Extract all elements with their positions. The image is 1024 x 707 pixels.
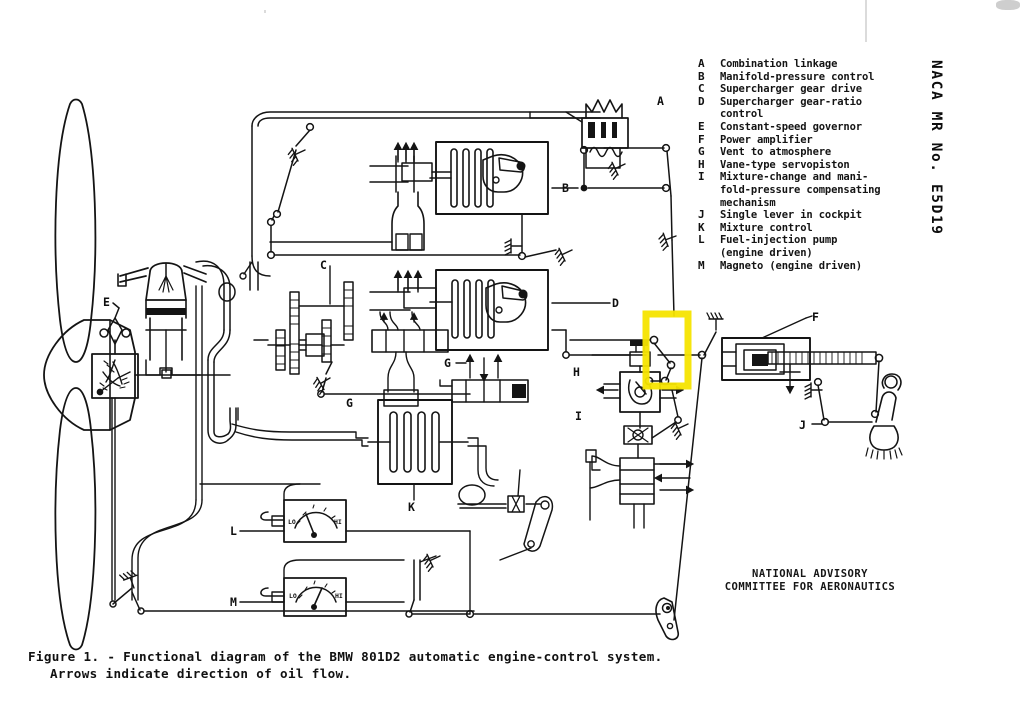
magneto-gauge-hi: HI	[335, 592, 343, 600]
legend-item: A Combination linkage	[698, 57, 912, 71]
report-identifier-text: NACA MR No. E5D19	[928, 60, 944, 236]
legend-key: H	[698, 157, 705, 171]
figure-caption: Figure 1. - Functional diagram of the BM…	[28, 648, 988, 682]
legend-label: control	[720, 108, 764, 121]
legend-label: Magneto (engine driven)	[720, 259, 862, 272]
legend-item: C Supercharger gear drive	[698, 83, 912, 96]
legend-item-continuation: mechanism	[698, 197, 912, 210]
legend-key: L	[698, 233, 705, 247]
callout-A: A	[657, 94, 664, 108]
callout-J: J	[799, 418, 806, 432]
callout-C: C	[320, 258, 327, 272]
legend-item: I Mixture-change and mani-	[698, 171, 912, 184]
legend-label: Mixture-change and mani-	[720, 171, 869, 184]
callout-F: F	[812, 310, 819, 324]
legend-key: J	[698, 208, 705, 222]
callout-K: K	[408, 500, 415, 514]
legend-item: G Vent to atmosphere	[698, 146, 912, 159]
legend-key: B	[698, 69, 705, 83]
legend-label: Vane-type servopiston	[720, 158, 850, 171]
legend-label: Supercharger gear-ratio	[720, 95, 862, 108]
legend-item: F Power amplifier	[698, 132, 912, 147]
callout-E: E	[103, 295, 110, 309]
caption-line-2: Arrows indicate direction of oil flow.	[50, 666, 352, 681]
legend-label: (engine driven)	[720, 246, 813, 259]
component-legend: A Combination linkage B Manifold-pressur…	[698, 57, 912, 273]
callout-L: L	[230, 524, 237, 538]
callout-M: M	[230, 595, 237, 609]
legend-item: J Single lever in cockpit	[698, 209, 912, 222]
legend-key: D	[698, 94, 705, 108]
naca-credit-line-1: NATIONAL ADVISORY	[752, 568, 868, 580]
naca-credit-block: NATIONAL ADVISORY COMMITTEE FOR AERONAUT…	[702, 568, 918, 594]
legend-label: Mixture control	[720, 221, 813, 234]
legend-key: A	[698, 57, 705, 70]
legend-label: Constant-speed governor	[720, 120, 862, 133]
fuel-pump-gauge-lo: LO	[288, 518, 296, 526]
legend-item: D Supercharger gear-ratio	[698, 94, 912, 109]
legend-key: G	[698, 145, 705, 159]
legend-key: C	[698, 82, 705, 96]
legend-item: K Mixture control	[698, 220, 912, 235]
legend-item: B Manifold-pressure control	[698, 69, 912, 84]
callout-H: H	[573, 365, 580, 379]
callout-G-lower: G	[346, 396, 353, 410]
legend-key: K	[698, 220, 705, 234]
highlight-box	[642, 310, 692, 390]
legend-item: E Constant-speed governor	[698, 119, 912, 134]
legend-item-continuation: fold-pressure compensating	[698, 184, 912, 197]
magneto-gauge-lo: LO	[289, 592, 297, 600]
legend-key: I	[698, 170, 705, 184]
legend-label: mechanism	[720, 196, 776, 209]
legend-label: fold-pressure compensating	[720, 183, 881, 196]
fuel-pump-gauge-hi: HI	[334, 518, 342, 526]
legend-label: Single lever in cockpit	[720, 209, 862, 222]
callout-G-upper: G	[444, 356, 451, 370]
callout-B: B	[562, 181, 569, 195]
legend-item-continuation: control	[698, 108, 912, 121]
caption-line-1: Figure 1. - Functional diagram of the BM…	[28, 649, 663, 664]
report-identifier: NACA MR No. E5D19	[921, 60, 951, 290]
scan-artifact	[264, 10, 266, 13]
legend-label: Manifold-pressure control	[720, 70, 875, 83]
scan-artifact	[865, 0, 867, 42]
legend-label: Vent to atmosphere	[720, 146, 832, 159]
legend-label: Supercharger gear drive	[720, 83, 862, 96]
legend-label: Power amplifier	[720, 133, 813, 146]
scan-artifact	[996, 0, 1020, 10]
callout-D: D	[612, 296, 619, 310]
legend-item: L Fuel-injection pump	[698, 234, 912, 247]
legend-key: M	[698, 258, 705, 272]
legend-item-continuation: (engine driven)	[698, 247, 912, 260]
legend-item: H Vane-type servopiston	[698, 157, 912, 172]
callout-I: I	[575, 409, 582, 423]
legend-label: Fuel-injection pump	[720, 234, 838, 247]
legend-item: M Magneto (engine driven)	[698, 258, 912, 273]
legend-label: Combination linkage	[720, 58, 838, 70]
naca-credit-line-2: COMMITTEE FOR AERONAUTICS	[724, 581, 896, 593]
legend-key: E	[698, 119, 705, 133]
legend-key: F	[698, 132, 705, 146]
